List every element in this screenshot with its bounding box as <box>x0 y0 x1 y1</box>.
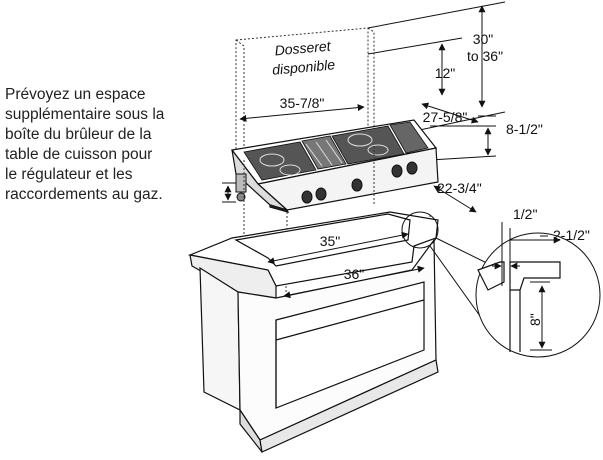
backsplash-label-line2: disponible <box>271 56 335 77</box>
detail-gap-label: 1/2" <box>513 206 537 222</box>
installation-note: Prévoyez un espace supplémentaire sous l… <box>5 85 220 205</box>
cabinet-width-label: 36" <box>344 266 365 282</box>
cutout-depth-dimension <box>433 185 477 213</box>
cooktop-height-label: 8-1/2" <box>506 121 543 137</box>
burner-details <box>259 133 389 176</box>
cabinet <box>187 211 439 453</box>
detail-callout <box>401 211 601 358</box>
cooktop-height-dimension <box>429 125 497 161</box>
depth-rear-dimension <box>421 102 496 124</box>
note-line: table de cuisson pour <box>5 146 153 163</box>
backsplash-width-dimension <box>239 104 365 122</box>
cutout-width-dimension <box>267 231 409 265</box>
height-dimension-lines <box>367 1 506 141</box>
backsplash-label-line1: Dosseret <box>274 38 332 59</box>
note-line: le régulateur et les <box>5 166 133 183</box>
control-knobs <box>301 161 418 204</box>
cutout-width-label: 35" <box>320 233 341 249</box>
backsplash-height-label: 12" <box>435 65 456 81</box>
regulator-clearance-dimension <box>222 182 236 203</box>
cabinet-width-dimension <box>283 265 425 299</box>
detail-dimensions <box>492 222 561 351</box>
detail-depth-label: 8" <box>527 313 543 326</box>
note-line: Prévoyez un espace <box>5 86 146 103</box>
hood-height-label-line2: to 36" <box>467 48 503 64</box>
depth-rear-label: 27-5/8" <box>423 109 468 125</box>
gas-regulator <box>235 173 247 202</box>
note-line: supplémentaire sous la <box>5 106 165 123</box>
backsplash-width-label: 35-7/8" <box>280 95 325 111</box>
note-line: boîte du brûleur de la <box>5 126 152 143</box>
cutout-depth-label: 22-3/4" <box>437 180 482 196</box>
note-line: raccordements au gaz. <box>5 186 163 203</box>
detail-overhang-label: 2-1/2" <box>553 227 590 243</box>
hood-height-label-line1: 30" <box>473 31 494 47</box>
backsplash-outline <box>235 27 375 160</box>
